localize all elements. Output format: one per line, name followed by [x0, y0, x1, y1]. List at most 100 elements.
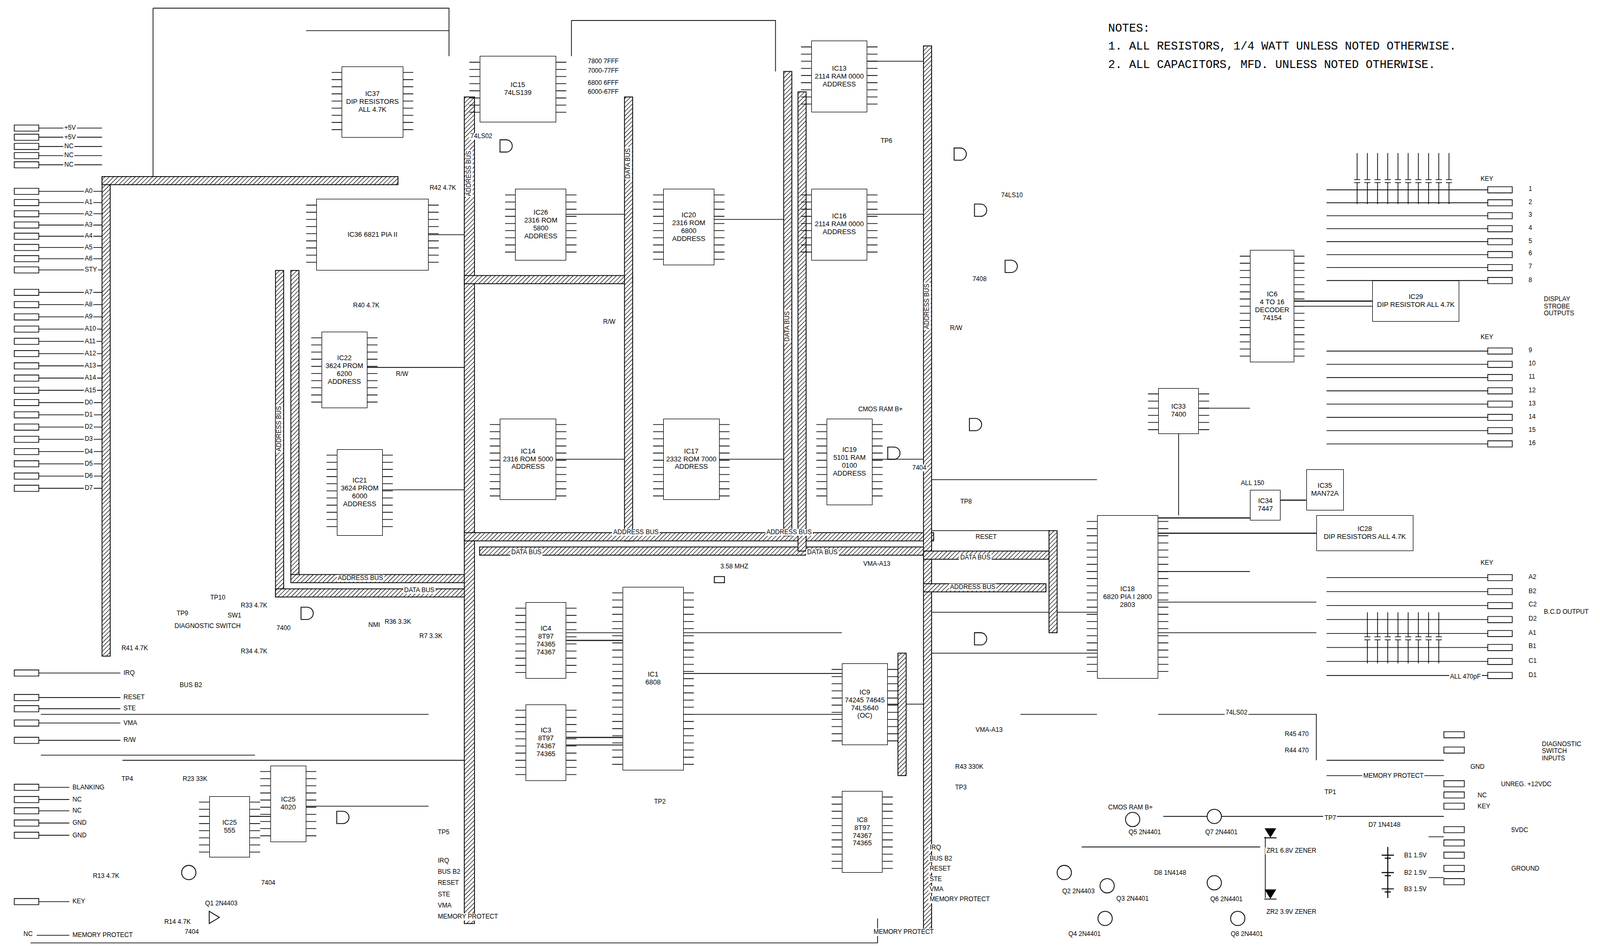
signal-wire	[1158, 532, 1317, 534]
signal-label: R/W	[948, 324, 964, 332]
signal-label: A5	[83, 244, 94, 251]
ic-package: IC262316 ROM 5800 ADDRESS	[515, 188, 567, 260]
signal-label: BUS B2	[178, 681, 204, 689]
ic-package: IC347447	[1249, 489, 1281, 521]
signal-label: TP9	[175, 609, 190, 617]
ic-type: 4 TO 16 DECODER 74154	[1252, 298, 1292, 323]
ic-package: IC162114 RAM 0000 ADDRESS	[811, 188, 868, 260]
ic-package: IC36 6821 PIA II	[316, 198, 429, 270]
signal-label: A14	[83, 374, 98, 382]
signal-label: D2	[1527, 615, 1538, 623]
signal-label: ADDRESS BUS	[765, 528, 813, 536]
signal-label: CMOS RAM B+	[1107, 803, 1154, 811]
generated-wiring	[14, 46, 1512, 936]
signal-label: ADDRESS BUS	[948, 583, 997, 591]
ic-designator: IC26	[533, 208, 548, 217]
signal-label: VMA-A13	[974, 726, 1004, 734]
ic-type: 8T97 74367 74365	[844, 823, 880, 848]
ic-designator: IC25	[280, 795, 296, 804]
signal-label: D8 1N4148	[1152, 869, 1188, 877]
signal-label: RESET	[974, 533, 998, 541]
signal-label: STY	[83, 266, 99, 274]
ic-type: 74245 74645 74LS640 (OC)	[844, 696, 886, 721]
signal-label: 74LS02	[469, 132, 493, 140]
signal-label: Q2 2N4403	[1061, 887, 1096, 895]
signal-label: C2	[1527, 600, 1538, 608]
ic-type: 7400	[1170, 410, 1187, 419]
ic-type: 3624 PROM 6200 ADDRESS	[324, 362, 365, 386]
signal-label: B.C.D OUTPUT	[1543, 608, 1595, 616]
logic-gate	[209, 139, 1018, 924]
signal-label: A7	[83, 288, 94, 296]
signal-label: IRQ	[436, 857, 450, 865]
note-text: NOTES:	[1107, 22, 1151, 36]
signal-label: TP4	[120, 775, 134, 783]
ic-package: IC337400	[1158, 388, 1199, 434]
signal-label: TP8	[958, 498, 973, 506]
signal-label: D6	[83, 472, 94, 480]
ic-designator: IC13	[831, 64, 847, 73]
signal-label: R13 4.7K	[91, 872, 121, 880]
signal-label: CMOS RAM B+	[857, 405, 904, 413]
signal-label: 4	[1527, 224, 1534, 232]
signal-label: GND	[71, 819, 88, 827]
ic-designator: IC16	[831, 212, 847, 221]
signal-label: NC	[71, 796, 83, 803]
ic-package: IC186820 PIA I 2800 2803	[1097, 515, 1159, 679]
signal-label: C1	[1527, 657, 1538, 665]
signal-label: TP3	[954, 783, 968, 791]
ic-package: IC254020	[270, 765, 307, 842]
signal-label: 7404	[183, 928, 200, 936]
signal-label: A11	[83, 337, 97, 345]
ic-designator: IC15	[510, 81, 526, 90]
signal-label: ZR2 3.9V ZENER	[1265, 908, 1318, 916]
signal-label: IRQ	[122, 669, 136, 677]
signal-label: NC	[63, 142, 75, 150]
signal-label: NMI	[367, 621, 382, 629]
signal-label: MEMORY PROTECT	[928, 895, 991, 903]
signal-label: ALL 470pF	[1449, 673, 1482, 681]
ic-type: 7447	[1257, 505, 1274, 513]
ic-type: 2114 RAM 0000 ADDRESS	[813, 220, 865, 237]
signal-label: A13	[83, 362, 98, 370]
ic-package: IC16808	[622, 586, 684, 771]
ic-designator: IC6	[1266, 290, 1278, 299]
ic-package: IC172332 ROM 7000 ADDRESS	[663, 418, 720, 501]
signal-label: 5	[1527, 237, 1534, 245]
ic-designator: IC20	[681, 211, 696, 220]
signal-label: A1	[83, 198, 94, 206]
signal-label: GROUND	[1510, 865, 1541, 872]
signal-label: A2	[83, 210, 94, 218]
transistor-symbol	[181, 809, 1246, 926]
signal-label: BLANKING	[71, 783, 106, 791]
signal-label: A8	[83, 301, 94, 308]
signal-label: SW1	[226, 612, 243, 619]
signal-label: IRQ	[928, 844, 942, 851]
ic-type: 8T97 74365 74367	[528, 632, 564, 657]
signal-label: 14	[1527, 413, 1537, 421]
signal-label: A6	[83, 255, 94, 263]
signal-label: 10	[1527, 360, 1537, 367]
signal-label: Q3 2N4401	[1115, 895, 1150, 903]
signal-label: 6	[1527, 249, 1534, 257]
signal-label: 7404	[260, 879, 277, 887]
signal-label: DATA BUS	[806, 548, 839, 556]
ic-package: IC142316 ROM 5000 ADDRESS	[499, 418, 556, 501]
signal-label: D5	[83, 460, 94, 468]
signal-label: 12	[1527, 386, 1537, 394]
signal-label: BUS B2	[928, 855, 954, 862]
signal-label: +5V	[63, 124, 77, 132]
ic-type: DIP RESISTOR ALL 4.7K	[1377, 301, 1455, 309]
signal-label: B2	[1527, 587, 1538, 595]
ic-type: 8T97 74367 74365	[528, 734, 564, 759]
signal-label: B2 1.5V	[1402, 869, 1428, 877]
ic-type: 5101 RAM 0100 ADDRESS	[829, 453, 870, 478]
signal-label: 7000-77FF	[586, 67, 620, 75]
signal-wire	[1280, 499, 1306, 501]
ic-package: IC38T97 74367 74365	[525, 704, 567, 781]
signal-label: GND	[71, 831, 88, 839]
signal-label: NC	[22, 930, 34, 938]
signal-label: 3	[1527, 211, 1534, 219]
signal-label: 74LS10	[1000, 191, 1024, 199]
signal-label: R23 33K	[181, 775, 209, 783]
